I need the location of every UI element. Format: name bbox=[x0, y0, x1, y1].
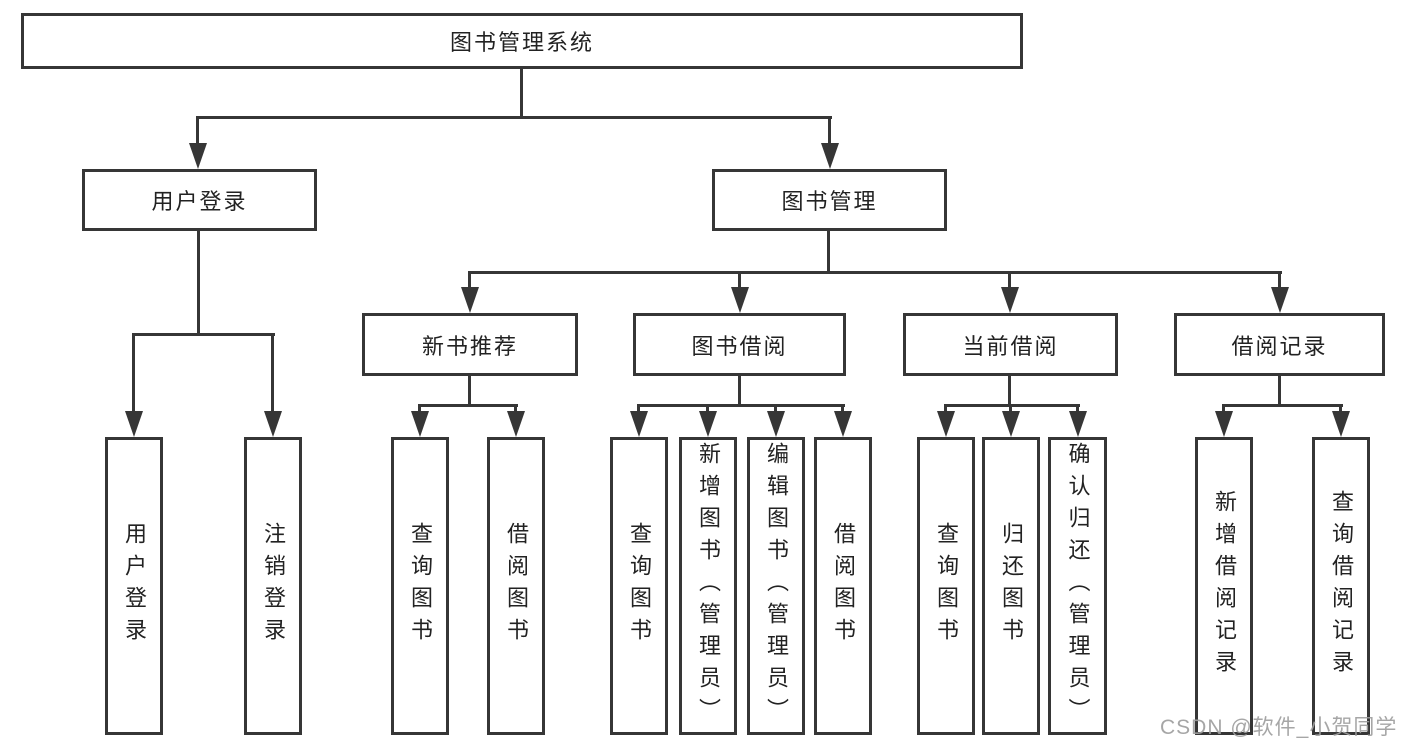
node-current-borrow: 当前借阅 bbox=[903, 313, 1118, 376]
leaf-logout: 注销登录 bbox=[244, 437, 302, 735]
connector-line bbox=[944, 404, 1080, 407]
arrowhead-down-icon bbox=[1215, 411, 1233, 437]
node-borrow-record-label: 借阅记录 bbox=[1231, 333, 1328, 359]
arrowhead-down-icon bbox=[1002, 411, 1020, 437]
arrowhead-down-icon bbox=[125, 411, 143, 437]
connector-line bbox=[196, 116, 832, 119]
connector-line bbox=[637, 404, 845, 407]
leaf-borrow-borrow-book: 借阅图书 bbox=[814, 437, 872, 735]
node-user-login-label: 用户登录 bbox=[151, 189, 248, 214]
leaf-borrow-query-book-label: 查询图书 bbox=[627, 522, 652, 650]
node-new-book-recommend: 新书推荐 bbox=[362, 313, 578, 376]
arrowhead-down-icon bbox=[731, 287, 749, 313]
arrowhead-down-icon bbox=[189, 143, 207, 169]
leaf-newbook-query-book: 查询图书 bbox=[391, 437, 449, 735]
node-book-borrow-label: 图书借阅 bbox=[691, 333, 788, 359]
leaf-newbook-borrow-book: 借阅图书 bbox=[487, 437, 545, 735]
connector-line bbox=[1008, 376, 1011, 406]
connector-line bbox=[196, 118, 199, 149]
arrowhead-down-icon bbox=[699, 411, 717, 437]
leaf-record-query-record: 查询借阅记录 bbox=[1312, 437, 1370, 735]
arrowhead-down-icon bbox=[411, 411, 429, 437]
leaf-borrow-query-book: 查询图书 bbox=[610, 437, 668, 735]
leaf-current-confirm-return-admin-label: 确认归还（管理员） bbox=[1065, 442, 1091, 730]
connector-line bbox=[827, 231, 830, 273]
leaf-user-login: 用户登录 bbox=[105, 437, 163, 735]
leaf-borrow-add-book-admin-label: 新增图书（管理员） bbox=[696, 442, 721, 730]
arrowhead-down-icon bbox=[461, 287, 479, 313]
arrowhead-down-icon bbox=[264, 411, 282, 437]
arrowhead-down-icon bbox=[507, 411, 525, 437]
arrowhead-down-icon bbox=[821, 143, 839, 169]
node-current-borrow-label: 当前借阅 bbox=[962, 333, 1059, 359]
leaf-current-confirm-return-admin: 确认归还（管理员） bbox=[1048, 437, 1107, 735]
leaf-current-return-book: 归还图书 bbox=[982, 437, 1040, 735]
leaf-record-add-record: 新增借阅记录 bbox=[1195, 437, 1253, 735]
arrowhead-down-icon bbox=[1332, 411, 1350, 437]
connector-line bbox=[738, 273, 741, 293]
connector-line bbox=[520, 69, 523, 118]
arrowhead-down-icon bbox=[834, 411, 852, 437]
connector-line bbox=[1222, 404, 1343, 407]
arrowhead-down-icon bbox=[1271, 287, 1289, 313]
arrowhead-down-icon bbox=[1001, 287, 1019, 313]
connector-line bbox=[271, 335, 274, 417]
leaf-current-query-book: 查询图书 bbox=[917, 437, 975, 735]
connector-line bbox=[468, 376, 471, 406]
node-new-book-recommend-label: 新书推荐 bbox=[421, 333, 518, 359]
leaf-record-add-record-label: 新增借阅记录 bbox=[1212, 490, 1237, 682]
node-borrow-record: 借阅记录 bbox=[1174, 313, 1385, 376]
watermark: CSDN @软件_小贺同学 bbox=[1160, 716, 1398, 739]
leaf-borrow-add-book-admin: 新增图书（管理员） bbox=[679, 437, 737, 735]
node-user-login: 用户登录 bbox=[82, 169, 317, 231]
leaf-borrow-borrow-book-label: 借阅图书 bbox=[831, 522, 856, 650]
leaf-record-query-record-label: 查询借阅记录 bbox=[1329, 490, 1354, 682]
connector-line bbox=[828, 118, 831, 149]
connector-line bbox=[197, 231, 200, 335]
connector-line bbox=[132, 335, 135, 417]
connector-line bbox=[1008, 273, 1011, 293]
leaf-borrow-edit-book-admin: 编辑图书（管理员） bbox=[747, 437, 805, 735]
leaf-borrow-edit-book-admin-label: 编辑图书（管理员） bbox=[764, 442, 789, 730]
arrowhead-down-icon bbox=[1069, 411, 1087, 437]
node-book-management-label: 图书管理 bbox=[781, 189, 878, 214]
leaf-newbook-query-book-label: 查询图书 bbox=[408, 522, 433, 650]
connector-line bbox=[132, 333, 275, 336]
connector-line bbox=[468, 273, 471, 293]
node-library-system-label: 图书管理系统 bbox=[449, 30, 594, 55]
leaf-logout-label: 注销登录 bbox=[261, 522, 286, 650]
connector-line bbox=[468, 271, 1282, 274]
leaf-current-query-book-label: 查询图书 bbox=[934, 522, 959, 650]
connector-line bbox=[1278, 273, 1281, 293]
connector-line bbox=[1278, 376, 1281, 406]
leaf-current-return-book-label: 归还图书 bbox=[999, 522, 1024, 650]
arrowhead-down-icon bbox=[630, 411, 648, 437]
leaf-newbook-borrow-book-label: 借阅图书 bbox=[504, 522, 529, 650]
leaf-user-login-label: 用户登录 bbox=[122, 522, 147, 650]
node-book-management: 图书管理 bbox=[712, 169, 947, 231]
arrowhead-down-icon bbox=[767, 411, 785, 437]
connector-line bbox=[418, 404, 518, 407]
node-library-system: 图书管理系统 bbox=[21, 13, 1023, 69]
connector-line bbox=[738, 376, 741, 406]
arrowhead-down-icon bbox=[937, 411, 955, 437]
node-book-borrow: 图书借阅 bbox=[633, 313, 846, 376]
